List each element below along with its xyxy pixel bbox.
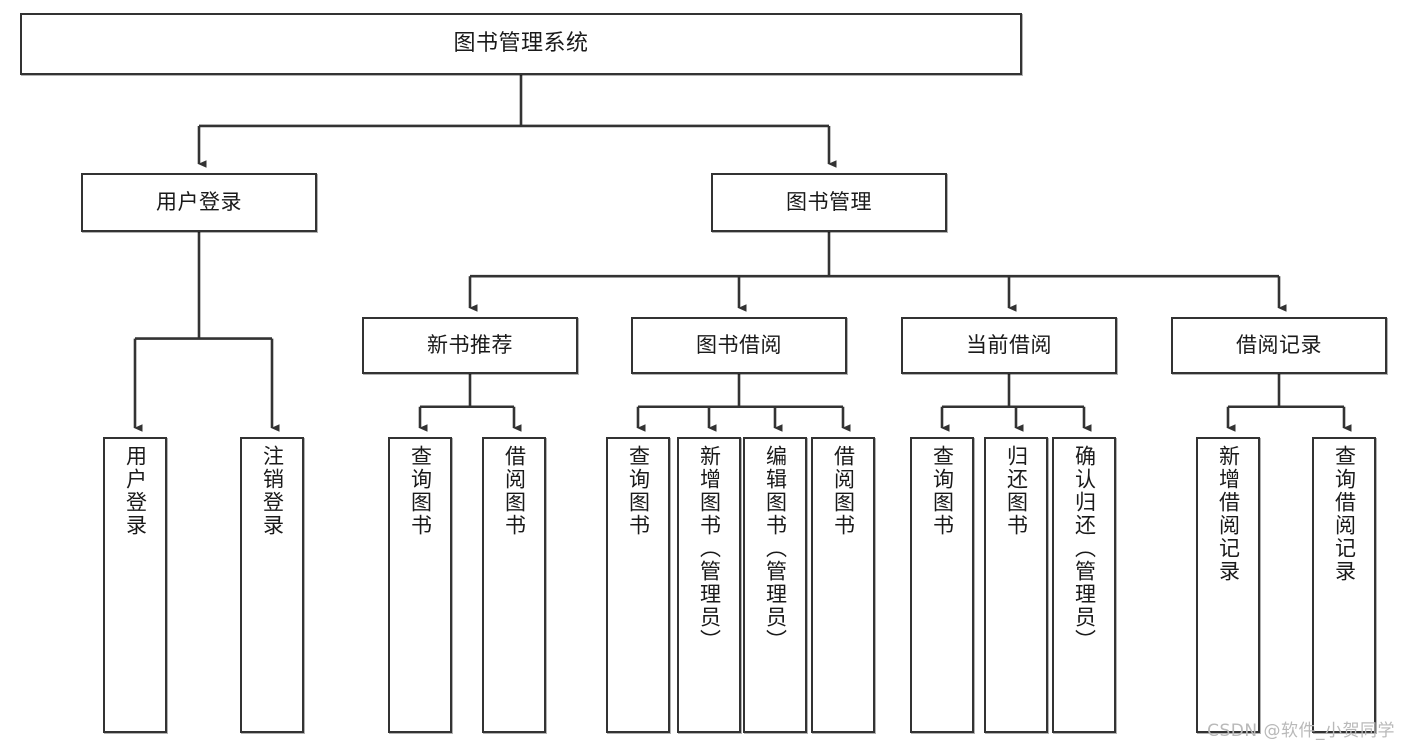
node-leaf_add_book[interactable]: 新增图书（管理员） bbox=[677, 437, 741, 733]
node-borrow[interactable]: 图书借阅 bbox=[631, 317, 847, 374]
node-current[interactable]: 当前借阅 bbox=[901, 317, 1117, 374]
node-label: 借阅图书 bbox=[502, 445, 527, 537]
node-leaf_edit_book[interactable]: 编辑图书（管理员） bbox=[743, 437, 807, 733]
node-label: 用户登录 bbox=[156, 190, 242, 215]
node-label: 新增借阅记录 bbox=[1216, 445, 1241, 583]
node-label: 当前借阅 bbox=[966, 333, 1052, 358]
node-leaf_confirm[interactable]: 确认归还（管理员） bbox=[1052, 437, 1116, 733]
node-leaf_q_book_2[interactable]: 查询图书 bbox=[606, 437, 670, 733]
node-label: 新书推荐 bbox=[427, 333, 513, 358]
node-leaf_q_book_1[interactable]: 查询图书 bbox=[388, 437, 452, 733]
node-leaf_borrow_1[interactable]: 借阅图书 bbox=[482, 437, 546, 733]
node-label: 查询图书 bbox=[626, 445, 651, 537]
node-label: 图书借阅 bbox=[696, 333, 782, 358]
node-label: 图书管理 bbox=[786, 190, 872, 215]
node-label: 注销登录 bbox=[260, 445, 285, 537]
node-label: 借阅图书 bbox=[831, 445, 856, 537]
node-label: 新增图书（管理员） bbox=[697, 445, 722, 652]
node-label: 归还图书 bbox=[1004, 445, 1029, 537]
node-label: 查询图书 bbox=[930, 445, 955, 537]
watermark: CSDN @软件_小贺同学 bbox=[1207, 721, 1395, 741]
node-book_mgmt[interactable]: 图书管理 bbox=[711, 173, 947, 232]
node-leaf_add_rec[interactable]: 新增借阅记录 bbox=[1196, 437, 1260, 733]
node-root[interactable]: 图书管理系统 bbox=[20, 13, 1022, 75]
node-label: 编辑图书（管理员） bbox=[763, 445, 788, 652]
node-records[interactable]: 借阅记录 bbox=[1171, 317, 1387, 374]
node-label: 用户登录 bbox=[123, 445, 148, 537]
node-leaf_return[interactable]: 归还图书 bbox=[984, 437, 1048, 733]
node-new_rec[interactable]: 新书推荐 bbox=[362, 317, 578, 374]
node-leaf_login[interactable]: 用户登录 bbox=[103, 437, 167, 733]
node-leaf_q_book_3[interactable]: 查询图书 bbox=[910, 437, 974, 733]
node-leaf_borrow_2[interactable]: 借阅图书 bbox=[811, 437, 875, 733]
node-label: 图书管理系统 bbox=[453, 31, 589, 57]
node-label: 借阅记录 bbox=[1236, 333, 1322, 358]
node-user_login[interactable]: 用户登录 bbox=[81, 173, 317, 232]
node-leaf_q_rec[interactable]: 查询借阅记录 bbox=[1312, 437, 1376, 733]
node-leaf_logout[interactable]: 注销登录 bbox=[240, 437, 304, 733]
node-label: 查询借阅记录 bbox=[1332, 445, 1357, 583]
node-label: 查询图书 bbox=[408, 445, 433, 537]
node-label: 确认归还（管理员） bbox=[1072, 445, 1097, 652]
